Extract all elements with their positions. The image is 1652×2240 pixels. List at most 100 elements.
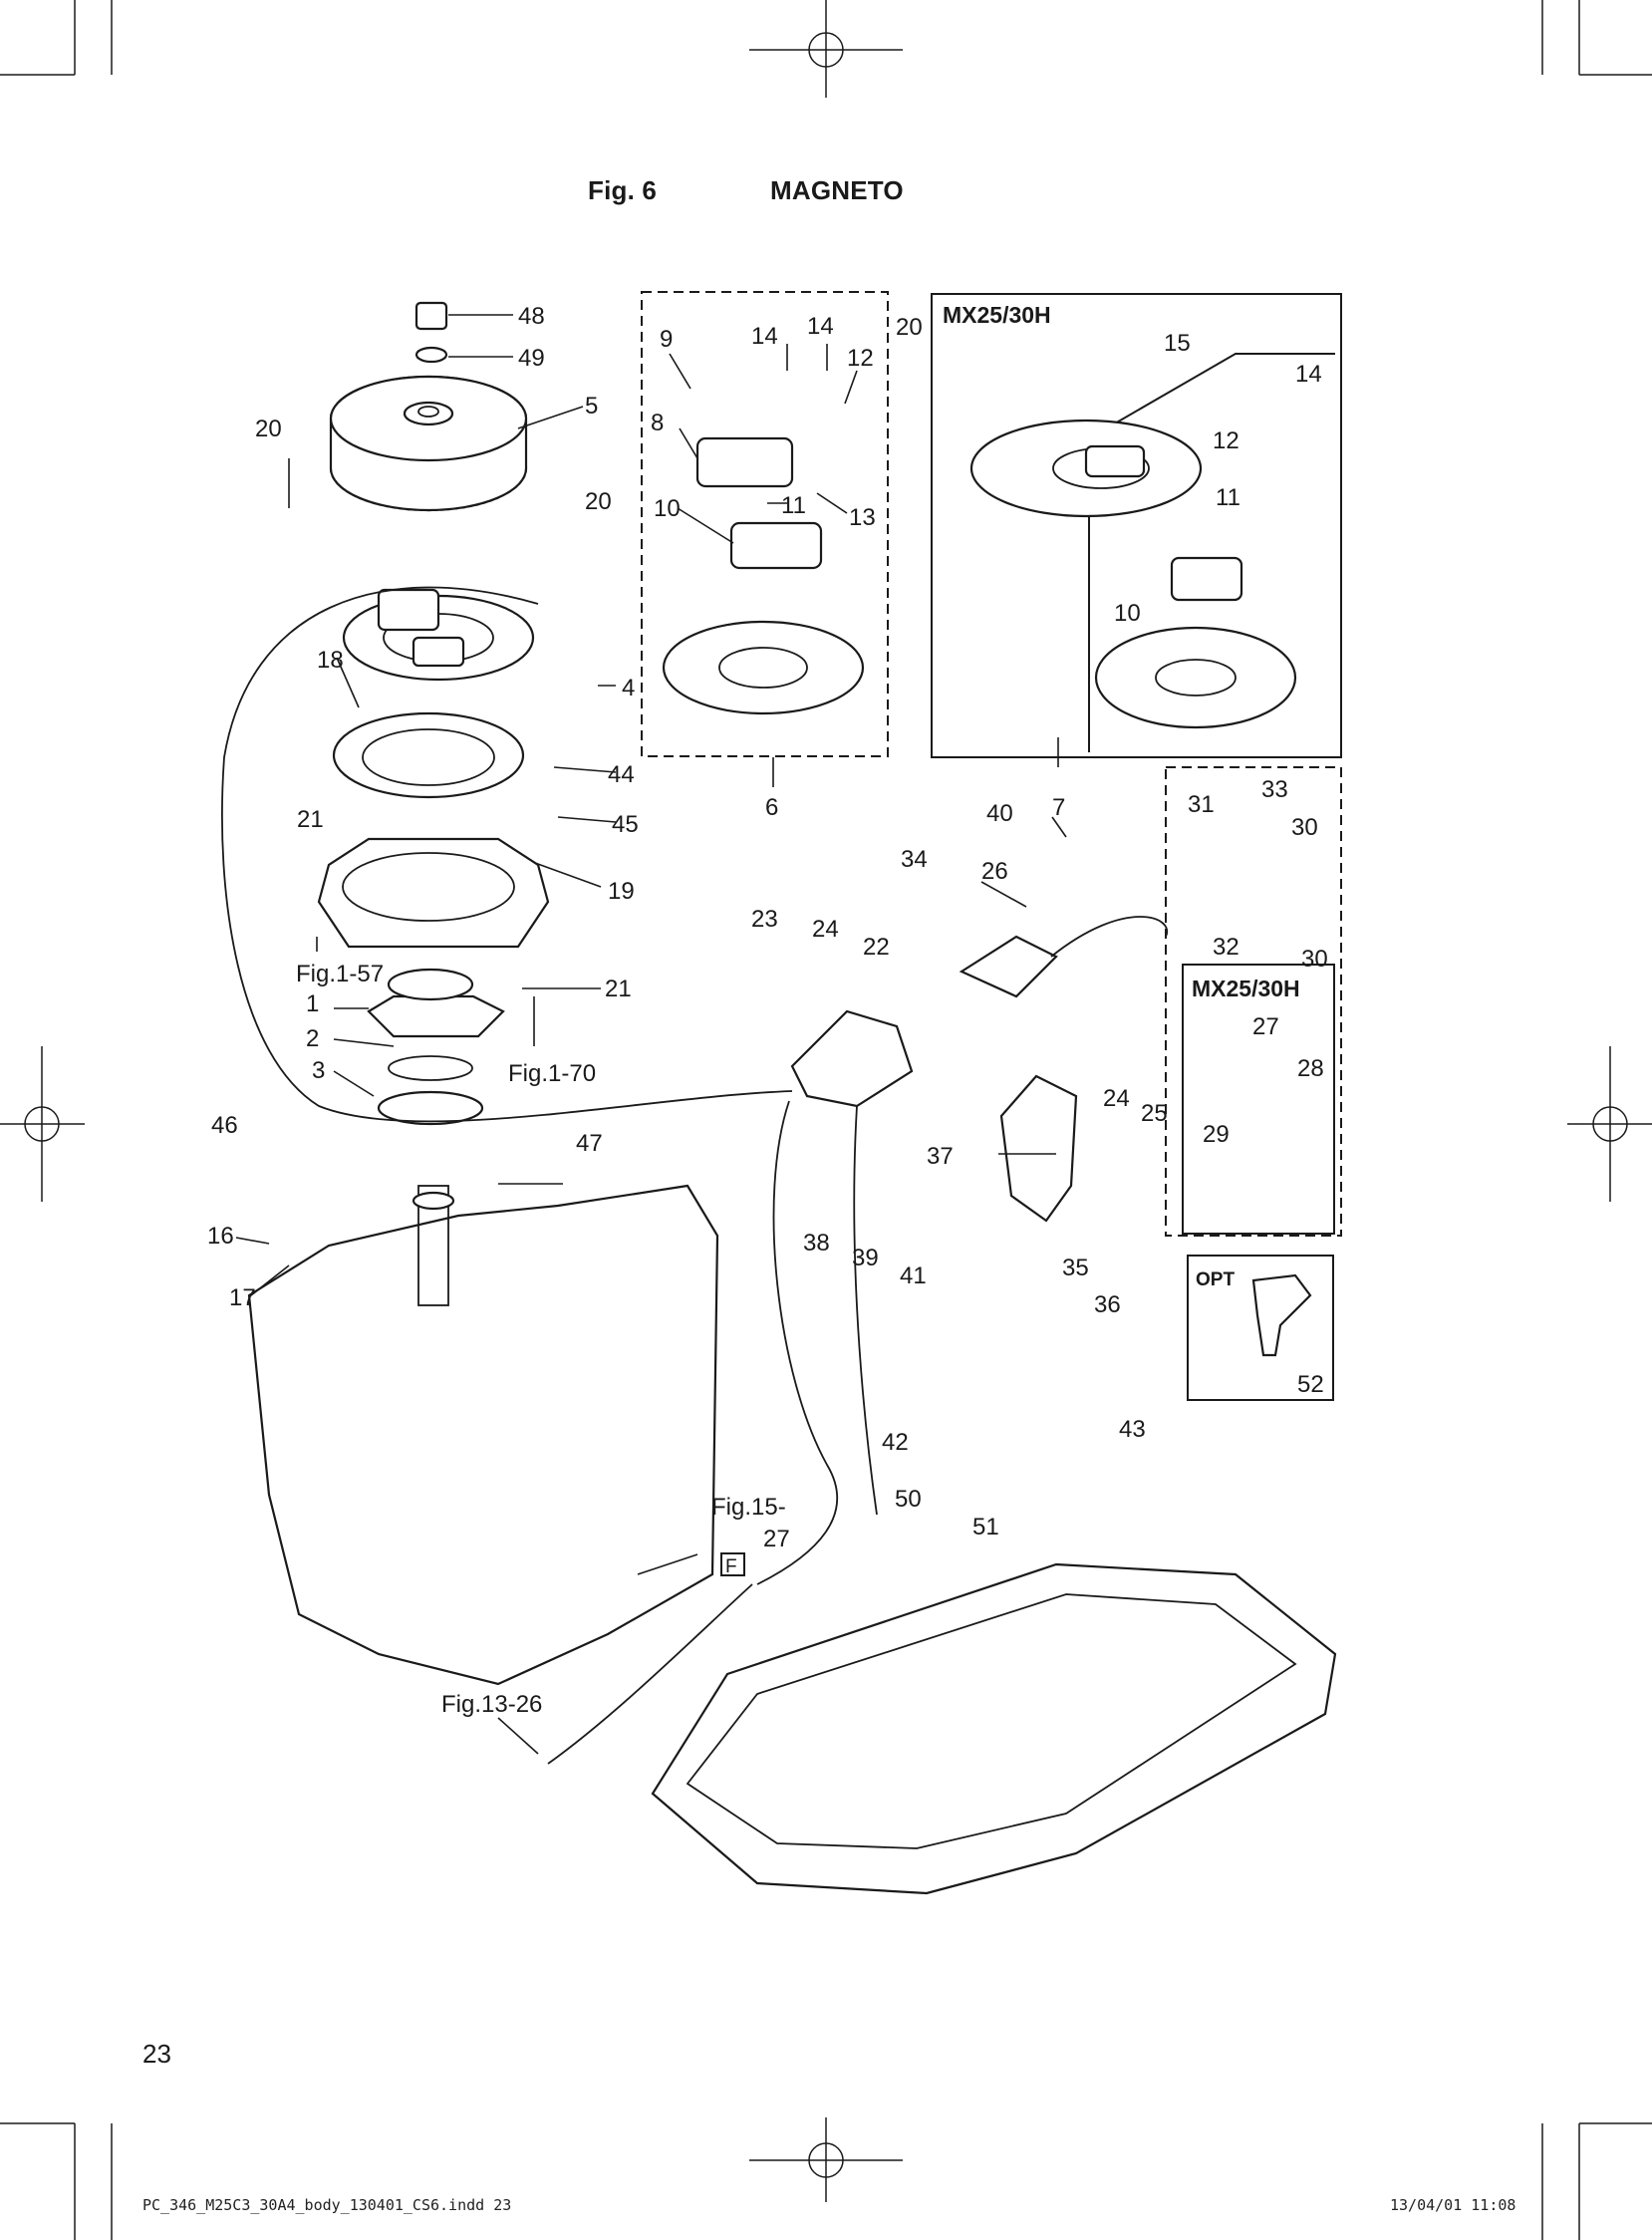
callout-24: 24: [812, 916, 839, 943]
box-frames: [641, 291, 1342, 1576]
page-number: 23: [142, 2039, 171, 2069]
stator-assembly: [342, 588, 535, 682]
callout-52: 52: [1297, 1371, 1324, 1398]
callouts: 48 49 5 20 20 9 14 14 12 20 15 14 8 11 1…: [207, 303, 1328, 1552]
figure-title: MAGNETO: [770, 175, 904, 205]
callout-18: 18: [317, 647, 344, 674]
callout-35: 35: [1062, 1255, 1089, 1281]
callout-32: 32: [1213, 934, 1239, 961]
leader-lines: [235, 314, 1067, 1575]
callout-6: 6: [765, 794, 778, 821]
callout-34: 34: [901, 846, 928, 873]
callout-11b: 11: [1216, 484, 1240, 511]
callout-12: 12: [847, 345, 874, 372]
callout-7: 7: [1052, 794, 1065, 821]
callout-20c: 20: [896, 314, 923, 341]
f-mark-label: F: [725, 1556, 737, 1577]
flywheel: [329, 375, 528, 512]
footer-filename: PC_346_M25C3_30A4_body_130401_CS6.indd 2…: [142, 2196, 512, 2214]
callout-20: 20: [255, 416, 282, 442]
ref-fig1-70: Fig.1-70: [508, 1060, 596, 1087]
callout-8: 8: [651, 410, 664, 436]
opt-box: [1187, 1255, 1334, 1401]
coil-bracket: [999, 1074, 1078, 1223]
callout-42: 42: [882, 1429, 909, 1456]
callout-9: 9: [660, 326, 673, 353]
callout-21b: 21: [605, 976, 632, 1002]
callout-26: 26: [981, 858, 1008, 885]
callout-4: 4: [622, 675, 635, 701]
callout-27: 27: [1252, 1013, 1279, 1040]
callout-44: 44: [608, 761, 635, 788]
callout-15: 15: [1164, 330, 1191, 357]
callout-23: 23: [751, 906, 778, 933]
ignition-coil: [959, 935, 1058, 998]
callout-40: 40: [986, 800, 1013, 827]
callout-49: 49: [518, 345, 545, 372]
engine-block: [247, 1184, 719, 1686]
callout-30b: 30: [1301, 946, 1328, 973]
callout-47: 47: [576, 1130, 603, 1157]
callout-14: 14: [751, 323, 778, 350]
callout-41: 41: [900, 1262, 927, 1289]
callout-24b: 24: [1103, 1085, 1130, 1112]
callout-31: 31: [1188, 791, 1215, 818]
callout-50: 50: [895, 1486, 922, 1513]
bottom-cowling: [651, 1562, 1337, 1895]
callout-36: 36: [1094, 1291, 1121, 1318]
figure-number: Fig. 6: [588, 175, 658, 205]
callout-29: 29: [1203, 1121, 1230, 1148]
callout-14c: 14: [1295, 361, 1322, 388]
callout-14b: 14: [807, 313, 834, 340]
f-mark-box: [720, 1552, 745, 1576]
callout-3: 3: [312, 1057, 325, 1084]
ref-fig1-57: Fig.1-57: [296, 961, 384, 987]
callout-27b: 27: [763, 1526, 790, 1552]
callout-46: 46: [211, 1112, 238, 1139]
oil-seal-housing: [367, 968, 505, 1126]
callout-5: 5: [585, 393, 598, 420]
callout-19: 19: [608, 878, 635, 905]
wiring: [221, 586, 1169, 1765]
callout-10: 10: [654, 495, 681, 522]
stator-base: [317, 837, 550, 949]
callout-39: 39: [852, 1245, 879, 1271]
callout-43: 43: [1119, 1416, 1146, 1443]
dashed-group-ignition: [1165, 766, 1342, 1237]
callout-37: 37: [927, 1143, 954, 1170]
callout-16: 16: [207, 1223, 234, 1250]
footer-timestamp: 13/04/01 11:08: [1390, 2196, 1516, 2214]
cdi-unit: [790, 1009, 914, 1108]
mx-side-label: MX25/30H: [1192, 976, 1300, 1001]
callout-33: 33: [1261, 776, 1288, 803]
callout-10b: 10: [1114, 600, 1141, 627]
ref-fig13-26: Fig.13-26: [441, 1691, 542, 1718]
mx-variant-box-7: [931, 293, 1342, 758]
stator-plate: [332, 711, 525, 799]
mx-variant-box-side: [1182, 964, 1335, 1235]
callout-48: 48: [518, 303, 545, 330]
callout-25: 25: [1141, 1100, 1168, 1127]
callout-30: 30: [1291, 814, 1318, 841]
callout-13: 13: [849, 504, 876, 531]
mx-top-label: MX25/30H: [943, 302, 1051, 328]
ref-fig15: Fig.15-: [711, 1494, 786, 1521]
stator-detail-6: [662, 436, 865, 715]
callout-17: 17: [229, 1284, 256, 1311]
callout-21: 21: [297, 806, 324, 833]
figure-references: Fig.1-57 Fig.1-70 Fig.15- Fig.13-26: [296, 937, 786, 1755]
opt-label: OPT: [1196, 1269, 1235, 1290]
callout-22: 22: [863, 934, 890, 961]
callout-1: 1: [306, 990, 319, 1017]
callout-38: 38: [803, 1230, 830, 1257]
callout-51: 51: [972, 1514, 999, 1540]
callout-11: 11: [781, 492, 806, 519]
flywheel-nut: [414, 301, 448, 364]
callout-45: 45: [612, 811, 639, 838]
plug-cap-opt: [1251, 1273, 1312, 1357]
stator-detail-7: [969, 419, 1297, 729]
callout-28: 28: [1297, 1055, 1324, 1082]
